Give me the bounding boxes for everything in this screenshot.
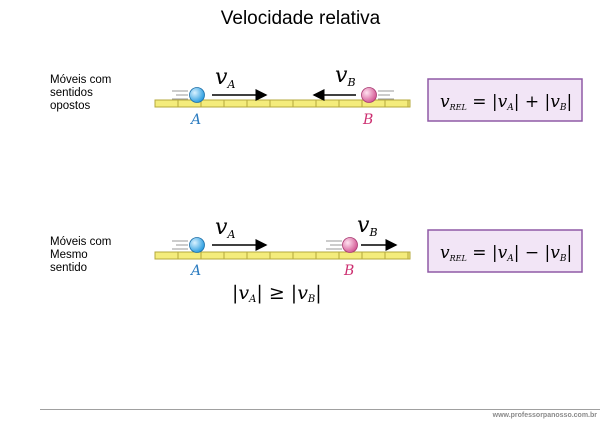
ball-a-letter-same: A — [189, 263, 201, 279]
case-label-opposite: Móveis com sentidos opostos — [50, 74, 112, 112]
velocity-a-label-opposite: vA — [215, 65, 235, 91]
ball-b-letter-opposite: B — [362, 112, 373, 128]
ball-b-opposite — [361, 87, 377, 103]
svg-text:vREL = |vA| + |vB|: vREL = |vA| + |vB| — [440, 92, 572, 113]
motion-lines-b-same — [326, 240, 342, 250]
condition-label: |vA| ≥ |vB| — [232, 282, 322, 305]
motion-lines-a-opposite — [172, 90, 188, 100]
velocity-b-label-same: vB — [357, 213, 378, 239]
ball-b-letter-same: B — [343, 263, 354, 279]
track-opposite — [154, 99, 411, 108]
case-label-same: Móveis com Mesmo sentido — [50, 236, 112, 274]
footer-url: www.professorpanosso.com.br — [492, 412, 597, 419]
ball-a-same — [189, 237, 205, 253]
motion-lines-a-same — [172, 240, 188, 250]
velocity-b-label-opposite: vB — [335, 63, 356, 89]
svg-text:vREL = |vA| − |vB|: vREL = |vA| − |vB| — [440, 243, 572, 264]
formula-box-same: vREL = |vA| − |vB| — [427, 229, 583, 273]
page-title: Velocidade relativa — [220, 8, 381, 29]
motion-lines-b-opposite — [378, 90, 394, 100]
velocity-a-label-same: vA — [215, 215, 235, 241]
formula-box-opposite: vREL = |vA| + |vB| — [427, 78, 583, 122]
track-same — [154, 251, 411, 260]
ball-a-opposite — [189, 87, 205, 103]
ball-b-same — [342, 237, 358, 253]
ball-a-letter-opposite: A — [189, 112, 201, 128]
footer-divider — [40, 409, 600, 410]
